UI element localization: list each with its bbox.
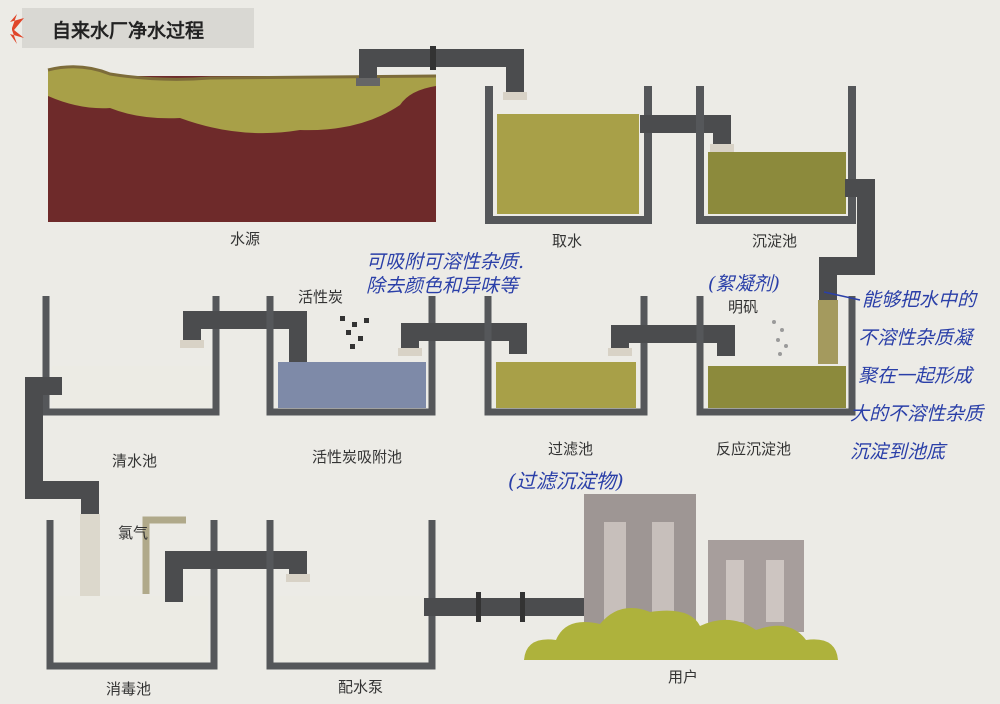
starburst-icon (10, 14, 24, 44)
page-title: 自来水厂净水过程 (52, 19, 204, 42)
title-banner: 自来水厂净水过程 (10, 8, 254, 48)
filter-tank: 过滤池 (484, 296, 648, 458)
users-buildings: 用户 (524, 494, 838, 686)
reaction-settling-tank: 明矾 反应沉淀池 (696, 296, 856, 458)
note-coagulant: (絮凝剂) (708, 273, 780, 295)
clear-water-tank: 清水池 (42, 296, 220, 470)
label-chlorine: 氯气 (118, 524, 148, 542)
note-alum-line-4: 大的不溶性杂质 (850, 403, 986, 425)
label-users: 用户 (668, 668, 698, 686)
note-carbon-line2: 除去颜色和异味等 (366, 275, 521, 297)
pipe-carbon-clear (180, 311, 307, 364)
carbon-tank: 活性炭 活性炭吸附池 (266, 288, 436, 466)
label-reaction-settling: 反应沉淀池 (716, 440, 791, 458)
pump-tank: 配水泵 (266, 520, 436, 696)
label-pump: 配水泵 (338, 678, 383, 696)
intake-tank: 取水 (485, 86, 652, 250)
note-alum-line-5: 沉淀到池底 (850, 441, 948, 463)
note-carbon-line1: 可吸附可溶性杂质. (366, 251, 524, 273)
note-filter: (过滤沉淀物) (508, 469, 624, 493)
label-carbon: 活性炭吸附池 (312, 448, 402, 466)
label-clear: 清水池 (112, 452, 157, 470)
label-carbon-additive: 活性炭 (298, 288, 343, 306)
pipe-disinfect-pump (165, 551, 310, 602)
settling-tank: 沉淀池 (696, 86, 856, 250)
label-filter: 过滤池 (548, 440, 593, 458)
label-source: 水源 (230, 230, 260, 248)
pipe-pump-users (424, 592, 584, 622)
disinfect-tank: 氯气 消毒池 (46, 516, 218, 698)
label-alum: 明矾 (728, 298, 758, 316)
pipe-clear-disinfect (25, 377, 100, 598)
water-source: 水源 (47, 65, 437, 248)
note-alum-line-1: 能够把水中的 (862, 289, 978, 311)
note-alum-line-3: 聚在一起形成 (858, 365, 975, 387)
pipe-filter-carbon (398, 323, 527, 356)
note-alum: 能够把水中的 不溶性杂质凝 聚在一起形成 大的不溶性杂质 沉淀到池底 (823, 289, 986, 463)
pipe-settling-reaction (818, 179, 875, 364)
label-intake: 取水 (552, 232, 582, 250)
note-alum-line-2: 不溶性杂质凝 (858, 327, 975, 349)
pipe-source-intake (356, 46, 527, 100)
pipe-reaction-filter (608, 325, 735, 356)
label-disinfect: 消毒池 (106, 680, 151, 698)
pipe-intake-settling (640, 115, 734, 152)
label-settling: 沉淀池 (752, 232, 797, 250)
